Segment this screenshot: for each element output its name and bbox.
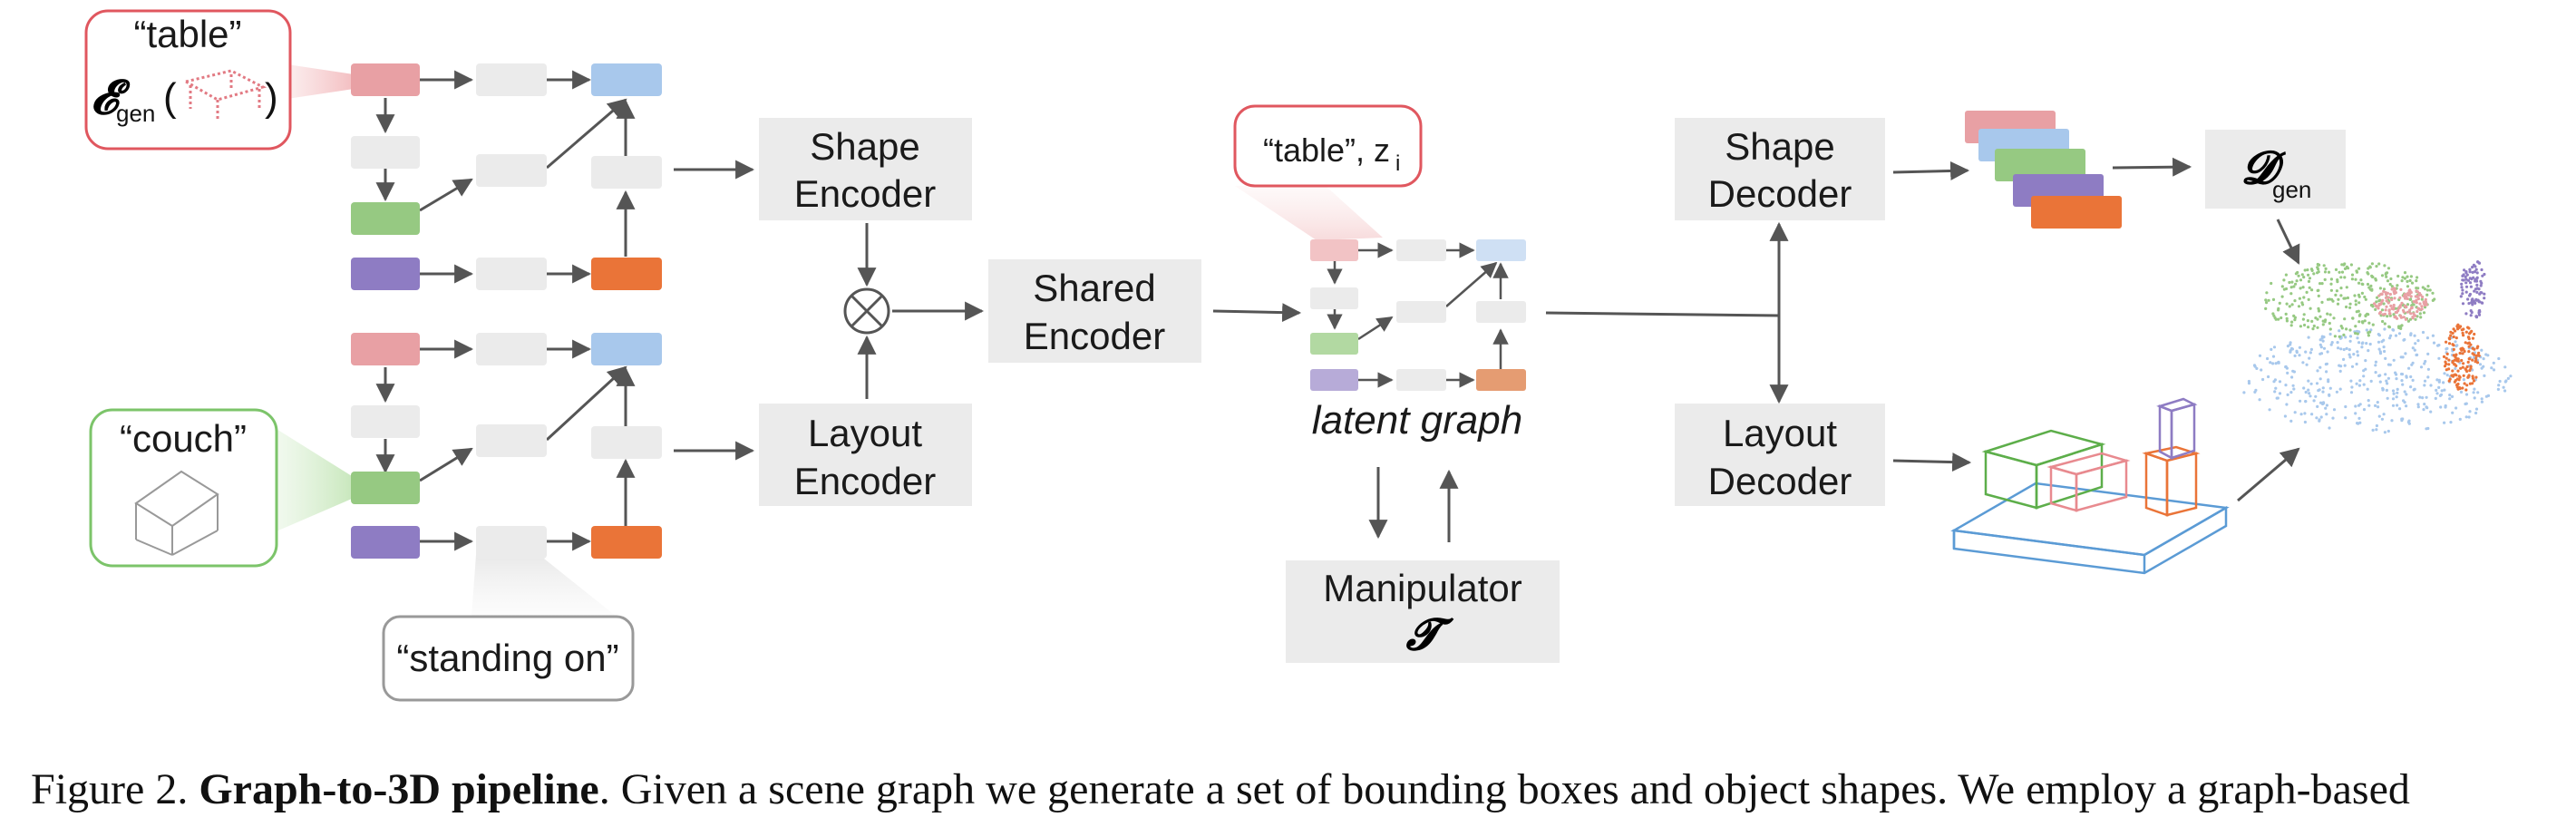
shared-encoder-label-2: Encoder xyxy=(1024,315,1165,357)
layout-decoder-label-2: Decoder xyxy=(1708,460,1852,502)
edge-node xyxy=(351,136,420,169)
dgen-block: 𝓓 gen xyxy=(2205,130,2346,209)
cube-icon xyxy=(134,470,219,556)
shape-encoder-label-1: Shape xyxy=(810,125,919,168)
figure-caption: Figure 2. Graph-to-3D pipeline. Given a … xyxy=(31,764,2570,815)
node-red xyxy=(351,333,420,365)
layout-encoder-label-2: Encoder xyxy=(794,460,936,502)
node-orange xyxy=(591,258,662,290)
node-purple xyxy=(351,526,420,559)
manipulator-label: Manipulator xyxy=(1323,567,1521,609)
latent-graph-label: latent graph xyxy=(1312,398,1522,443)
table-bubble: “table” 𝓔 gen ( ) xyxy=(84,9,354,151)
latent-edge-node xyxy=(1396,239,1446,261)
standing-on-bubble: “standing on” xyxy=(382,555,635,702)
edge-node xyxy=(476,258,547,290)
edge-node xyxy=(476,63,547,96)
caption-prefix: Figure 2. xyxy=(31,765,199,813)
shape-decoder-block: Shape Decoder xyxy=(1675,118,1885,220)
caption-title: Graph-to-3D pipeline xyxy=(199,765,599,813)
layout-encoder-label-1: Layout xyxy=(808,412,922,454)
node-green xyxy=(351,472,420,504)
latent-edge-node xyxy=(1476,301,1526,323)
egen-subscript: gen xyxy=(116,100,155,127)
dgen-subscript: gen xyxy=(2272,176,2311,203)
latent-edge-node xyxy=(1310,287,1358,309)
standing-on-label: “standing on” xyxy=(396,637,618,679)
scene-graph-top xyxy=(351,63,755,290)
shape-decoder-label-1: Shape xyxy=(1725,125,1834,168)
edge-node xyxy=(476,526,547,559)
edge-node xyxy=(476,333,547,365)
latent-edge-node xyxy=(1396,369,1446,391)
shape-encoder-block: Shape Encoder xyxy=(759,118,972,220)
latent-node-orange xyxy=(1476,369,1526,391)
couch-bubble: “couch” xyxy=(89,408,352,568)
latent-node-blue xyxy=(1476,239,1526,261)
latent-node-red xyxy=(1310,239,1358,261)
layout-decoder-label-1: Layout xyxy=(1723,412,1837,454)
node-green xyxy=(351,202,420,235)
node-blue xyxy=(591,63,662,96)
latent-subscript: i xyxy=(1395,151,1400,176)
scene-graph-bottom xyxy=(351,333,755,559)
latent-label: “table”, z xyxy=(1263,131,1390,169)
layout-decoder-block: Layout Decoder xyxy=(1675,404,1885,506)
edge-node xyxy=(476,424,547,457)
edge-node xyxy=(351,405,420,438)
egen-open-paren: ( xyxy=(163,75,177,120)
shared-encoder-block: Shared Encoder xyxy=(988,259,1201,363)
shared-encoder-label-1: Shared xyxy=(1033,267,1155,309)
shape-encoder-label-2: Encoder xyxy=(794,172,936,215)
shape-decoder-label-2: Decoder xyxy=(1708,172,1852,215)
node-red xyxy=(351,63,420,96)
node-blue xyxy=(591,333,662,365)
latent-bubble: “table”, z i xyxy=(1233,104,1423,240)
layout-bounding-boxes xyxy=(1950,397,2230,575)
product-operator xyxy=(843,287,890,335)
latent-node-purple xyxy=(1310,369,1358,391)
table-label: “table” xyxy=(133,13,241,55)
table-pointcloud-icon xyxy=(181,69,267,122)
shape-latent-stack xyxy=(1965,111,2122,229)
node-purple xyxy=(351,258,420,290)
manipulator-block: Manipulator 𝓣 xyxy=(1286,560,1560,663)
edge-node xyxy=(591,426,662,459)
layout-encoder-block: Layout Encoder xyxy=(759,404,972,506)
egen-close-paren: ) xyxy=(265,75,278,120)
edge-node xyxy=(591,156,662,189)
latent-node-green xyxy=(1310,333,1358,355)
caption-text: . Given a scene graph we generate a set … xyxy=(598,765,2410,813)
edge-node xyxy=(476,154,547,187)
node-orange xyxy=(591,526,662,559)
couch-label: “couch” xyxy=(120,417,247,460)
generated-scene-pointcloud xyxy=(2242,260,2513,434)
latent-graph: latent graph xyxy=(1310,239,1526,443)
latent-edge-node xyxy=(1396,301,1446,323)
